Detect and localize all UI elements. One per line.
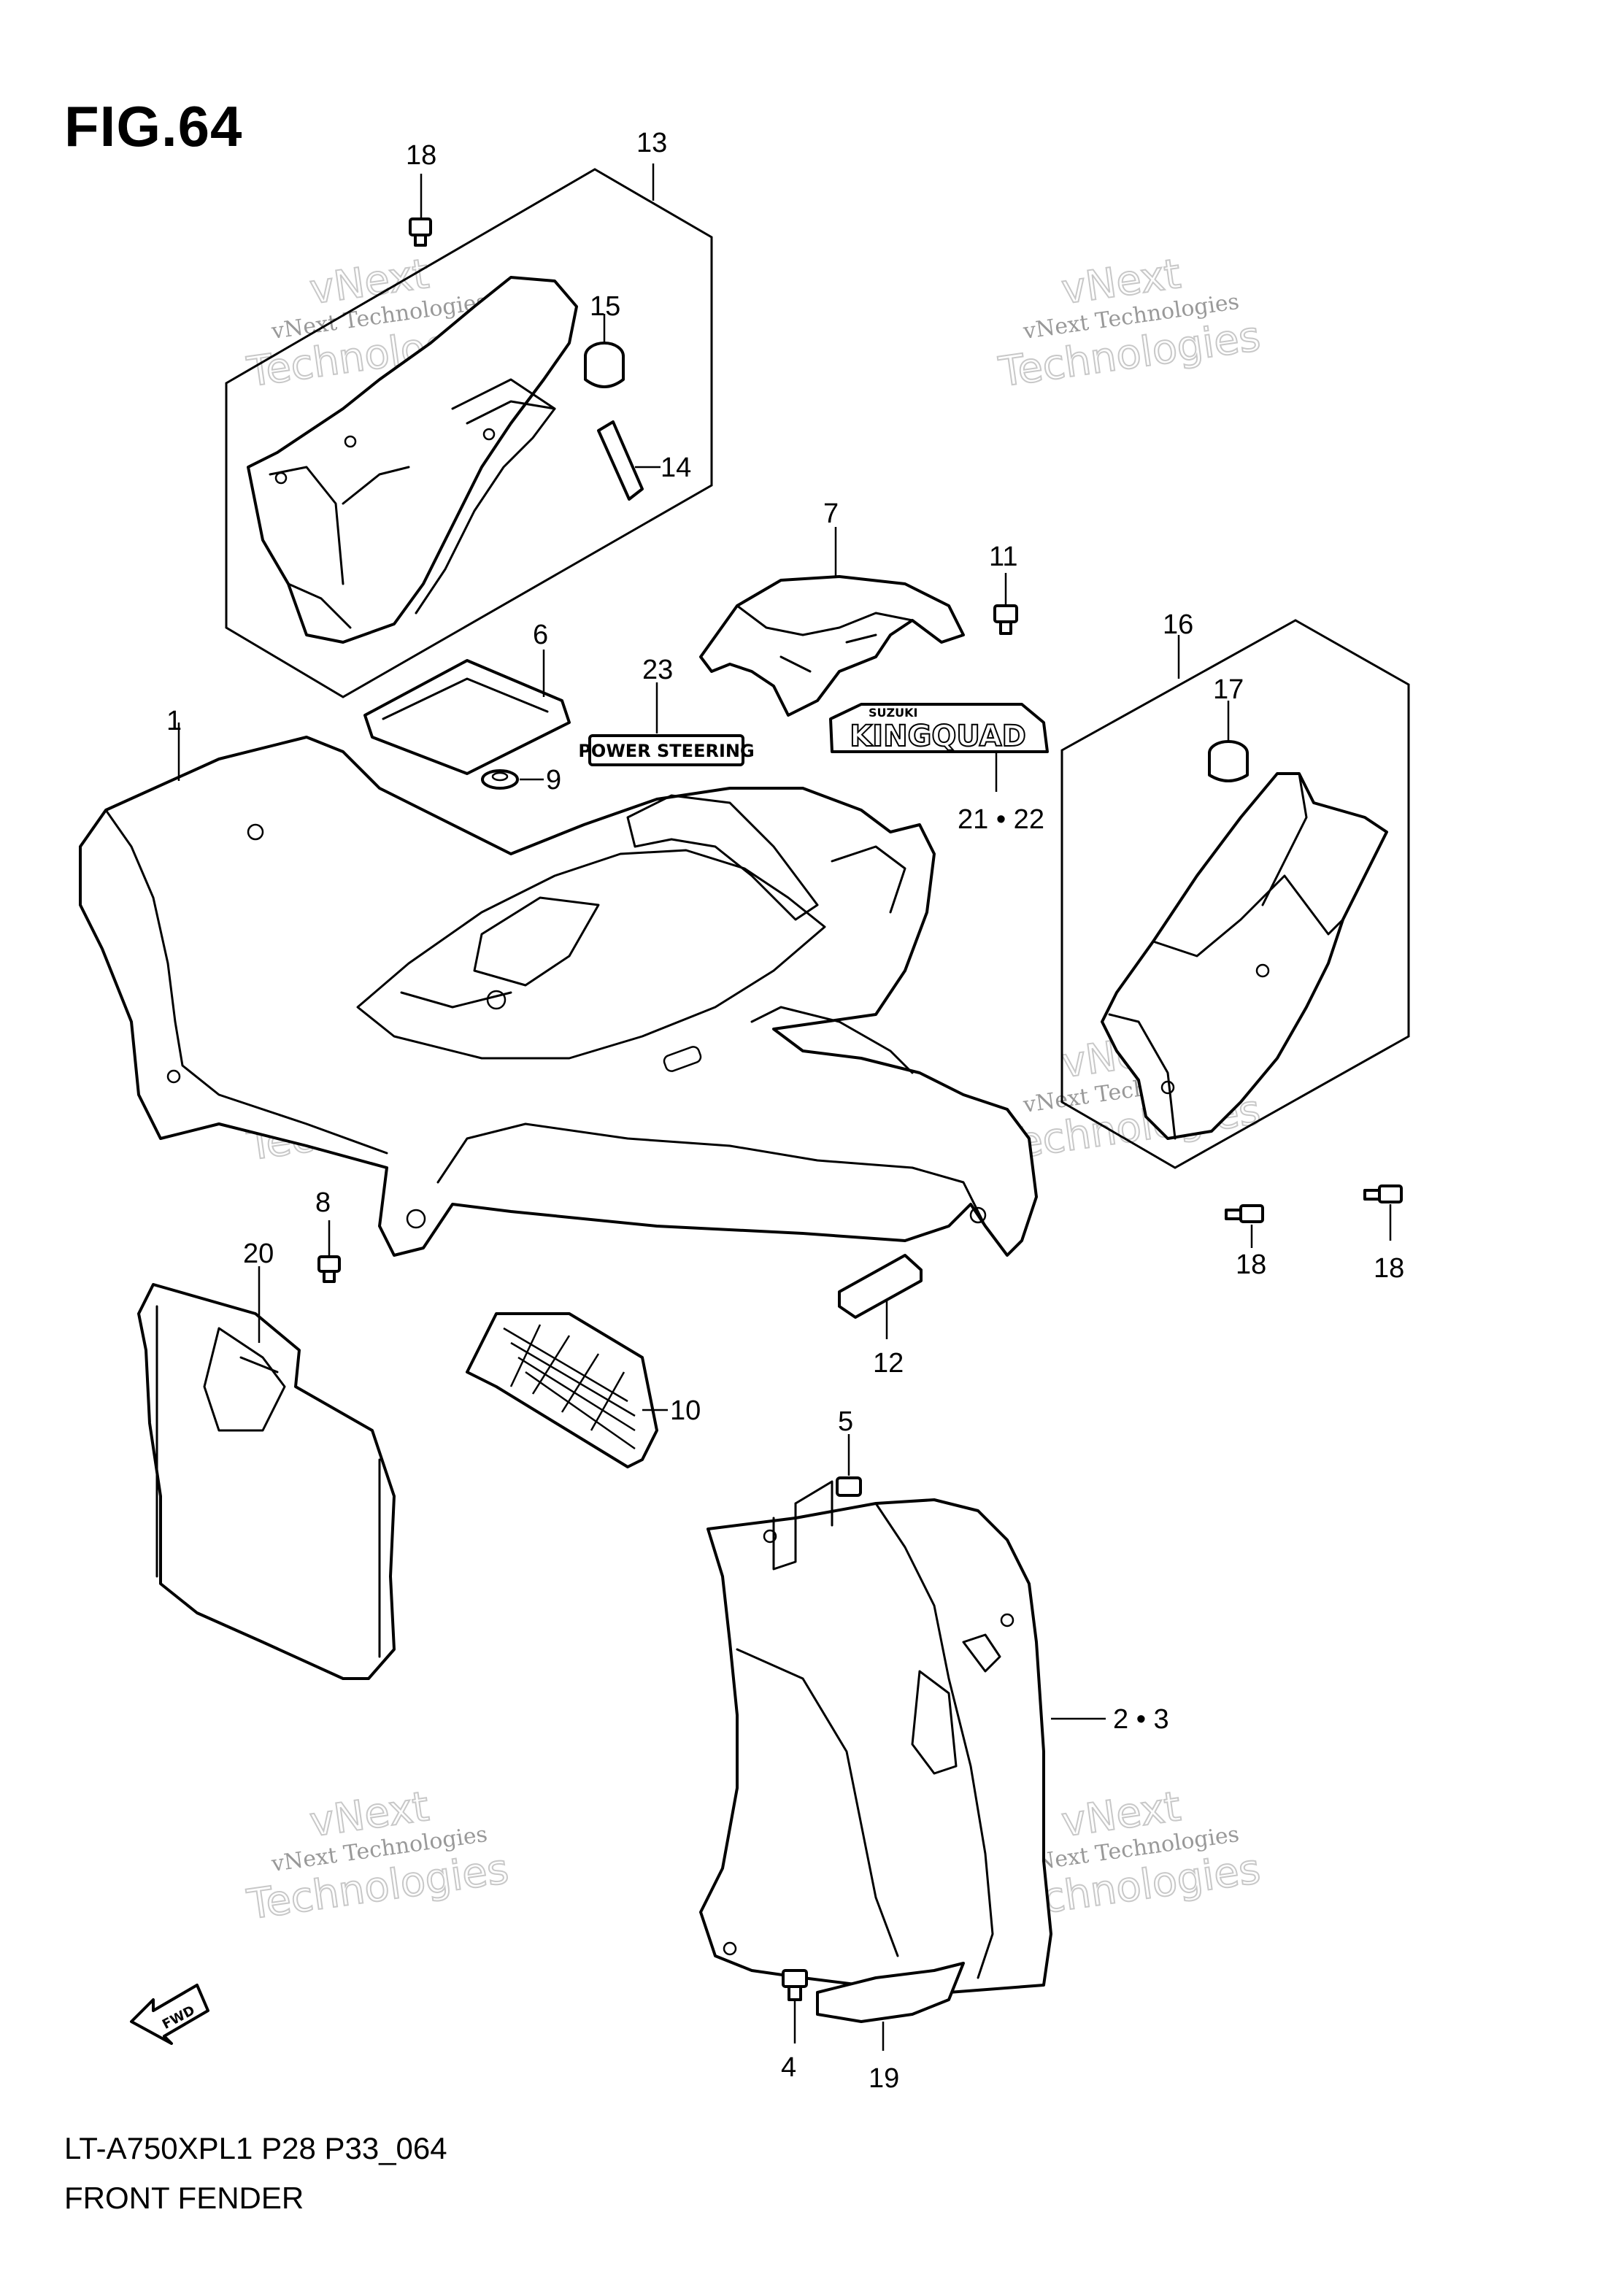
- callout-5: 5: [838, 1406, 853, 1437]
- figure-title: FIG.64: [64, 94, 243, 158]
- part-20-cover-panel: 20: [137, 1238, 396, 1680]
- part-1-front-fender: 1: [79, 706, 1038, 1257]
- part-2-3-inner-fender: 2 • 3: [699, 1480, 1169, 1994]
- part-13-mud-guard-left-group: 18 13 15 14: [225, 128, 713, 698]
- bolt-icon: [782, 1969, 808, 1988]
- callout-21-22: 21 • 22: [958, 804, 1044, 835]
- decal-brand-text: SUZUKI: [869, 706, 917, 720]
- callout-2-3: 2 • 3: [1113, 1704, 1169, 1735]
- part-21-22-kingquad-decal: SUZUKI KINGQUAD 21 • 22: [829, 703, 1049, 835]
- model-code: LT-A750XPL1 P28 P33_064: [64, 2131, 447, 2165]
- callout-13: 13: [636, 128, 667, 158]
- callout-18-right-a: 18: [1236, 1249, 1266, 1280]
- grommet-icon: [1208, 740, 1249, 782]
- callout-15: 15: [590, 291, 620, 322]
- fwd-arrow-icon: FWD: [130, 1984, 209, 2045]
- callout-23: 23: [642, 655, 673, 685]
- clip-icon: [836, 1476, 862, 1497]
- callout-7: 7: [823, 498, 839, 529]
- bolt-icon: [409, 217, 432, 247]
- callout-14: 14: [661, 452, 691, 483]
- part-7-cover: 7: [699, 498, 965, 717]
- part-23-power-steering-decal: POWER STEERING 23: [578, 655, 755, 766]
- callout-9: 9: [546, 765, 561, 795]
- part-10-grille: 10: [466, 1312, 701, 1468]
- part-6-lid: 6: [363, 620, 571, 775]
- callout-6: 6: [533, 620, 548, 650]
- part-16-assembly-box: [1060, 619, 1410, 1169]
- callout-11: 11: [989, 542, 1017, 572]
- callout-4: 4: [781, 2052, 796, 2083]
- bolt-icon: [1239, 1204, 1264, 1223]
- part-18-bolt-right-a: 18: [1225, 1204, 1266, 1280]
- watermark-bottom-left: vNext vNext Technologies Technologies: [243, 1782, 512, 1930]
- callout-18-top: 18: [406, 140, 436, 171]
- callout-1: 1: [166, 706, 182, 736]
- part-18-bolt-right-b: 18: [1363, 1184, 1404, 1284]
- callout-16: 16: [1163, 609, 1193, 640]
- callout-12: 12: [873, 1348, 904, 1379]
- callout-20: 20: [243, 1238, 274, 1269]
- part-12-foam-block: 12: [838, 1254, 923, 1379]
- figure-name: FRONT FENDER: [64, 2181, 304, 2215]
- part-13-mud-guard-shape: [247, 276, 578, 644]
- watermark-top-right: vNext vNext Technologies Technologies: [995, 250, 1263, 397]
- part-5-clip: 5: [836, 1406, 862, 1497]
- callout-19: 19: [869, 2063, 899, 2094]
- part-14-foam-strip: [597, 420, 644, 501]
- part-9-grommet: 9: [481, 765, 561, 795]
- part-19-strip: 19: [816, 1962, 965, 2094]
- bolt-icon: [317, 1255, 341, 1273]
- decal-kingquad-text: KINGQUAD: [850, 720, 1026, 753]
- part-11-bolt: 11: [989, 542, 1018, 635]
- callout-10: 10: [670, 1395, 701, 1426]
- part-4-bolt: 4: [781, 1969, 808, 2083]
- grommet-icon: [584, 342, 625, 388]
- bolt-icon: [993, 604, 1018, 623]
- callout-17: 17: [1213, 674, 1244, 705]
- callout-18-right-b: 18: [1374, 1253, 1404, 1284]
- part-13-assembly-box: [225, 168, 713, 698]
- bolt-icon: [1378, 1184, 1403, 1203]
- part-8-bolt: 8: [315, 1187, 341, 1283]
- part-16-mud-guard-right-group: 16 17: [1060, 609, 1410, 1169]
- decal-power-steering-text: POWER STEERING: [578, 741, 754, 761]
- callout-8: 8: [315, 1187, 331, 1218]
